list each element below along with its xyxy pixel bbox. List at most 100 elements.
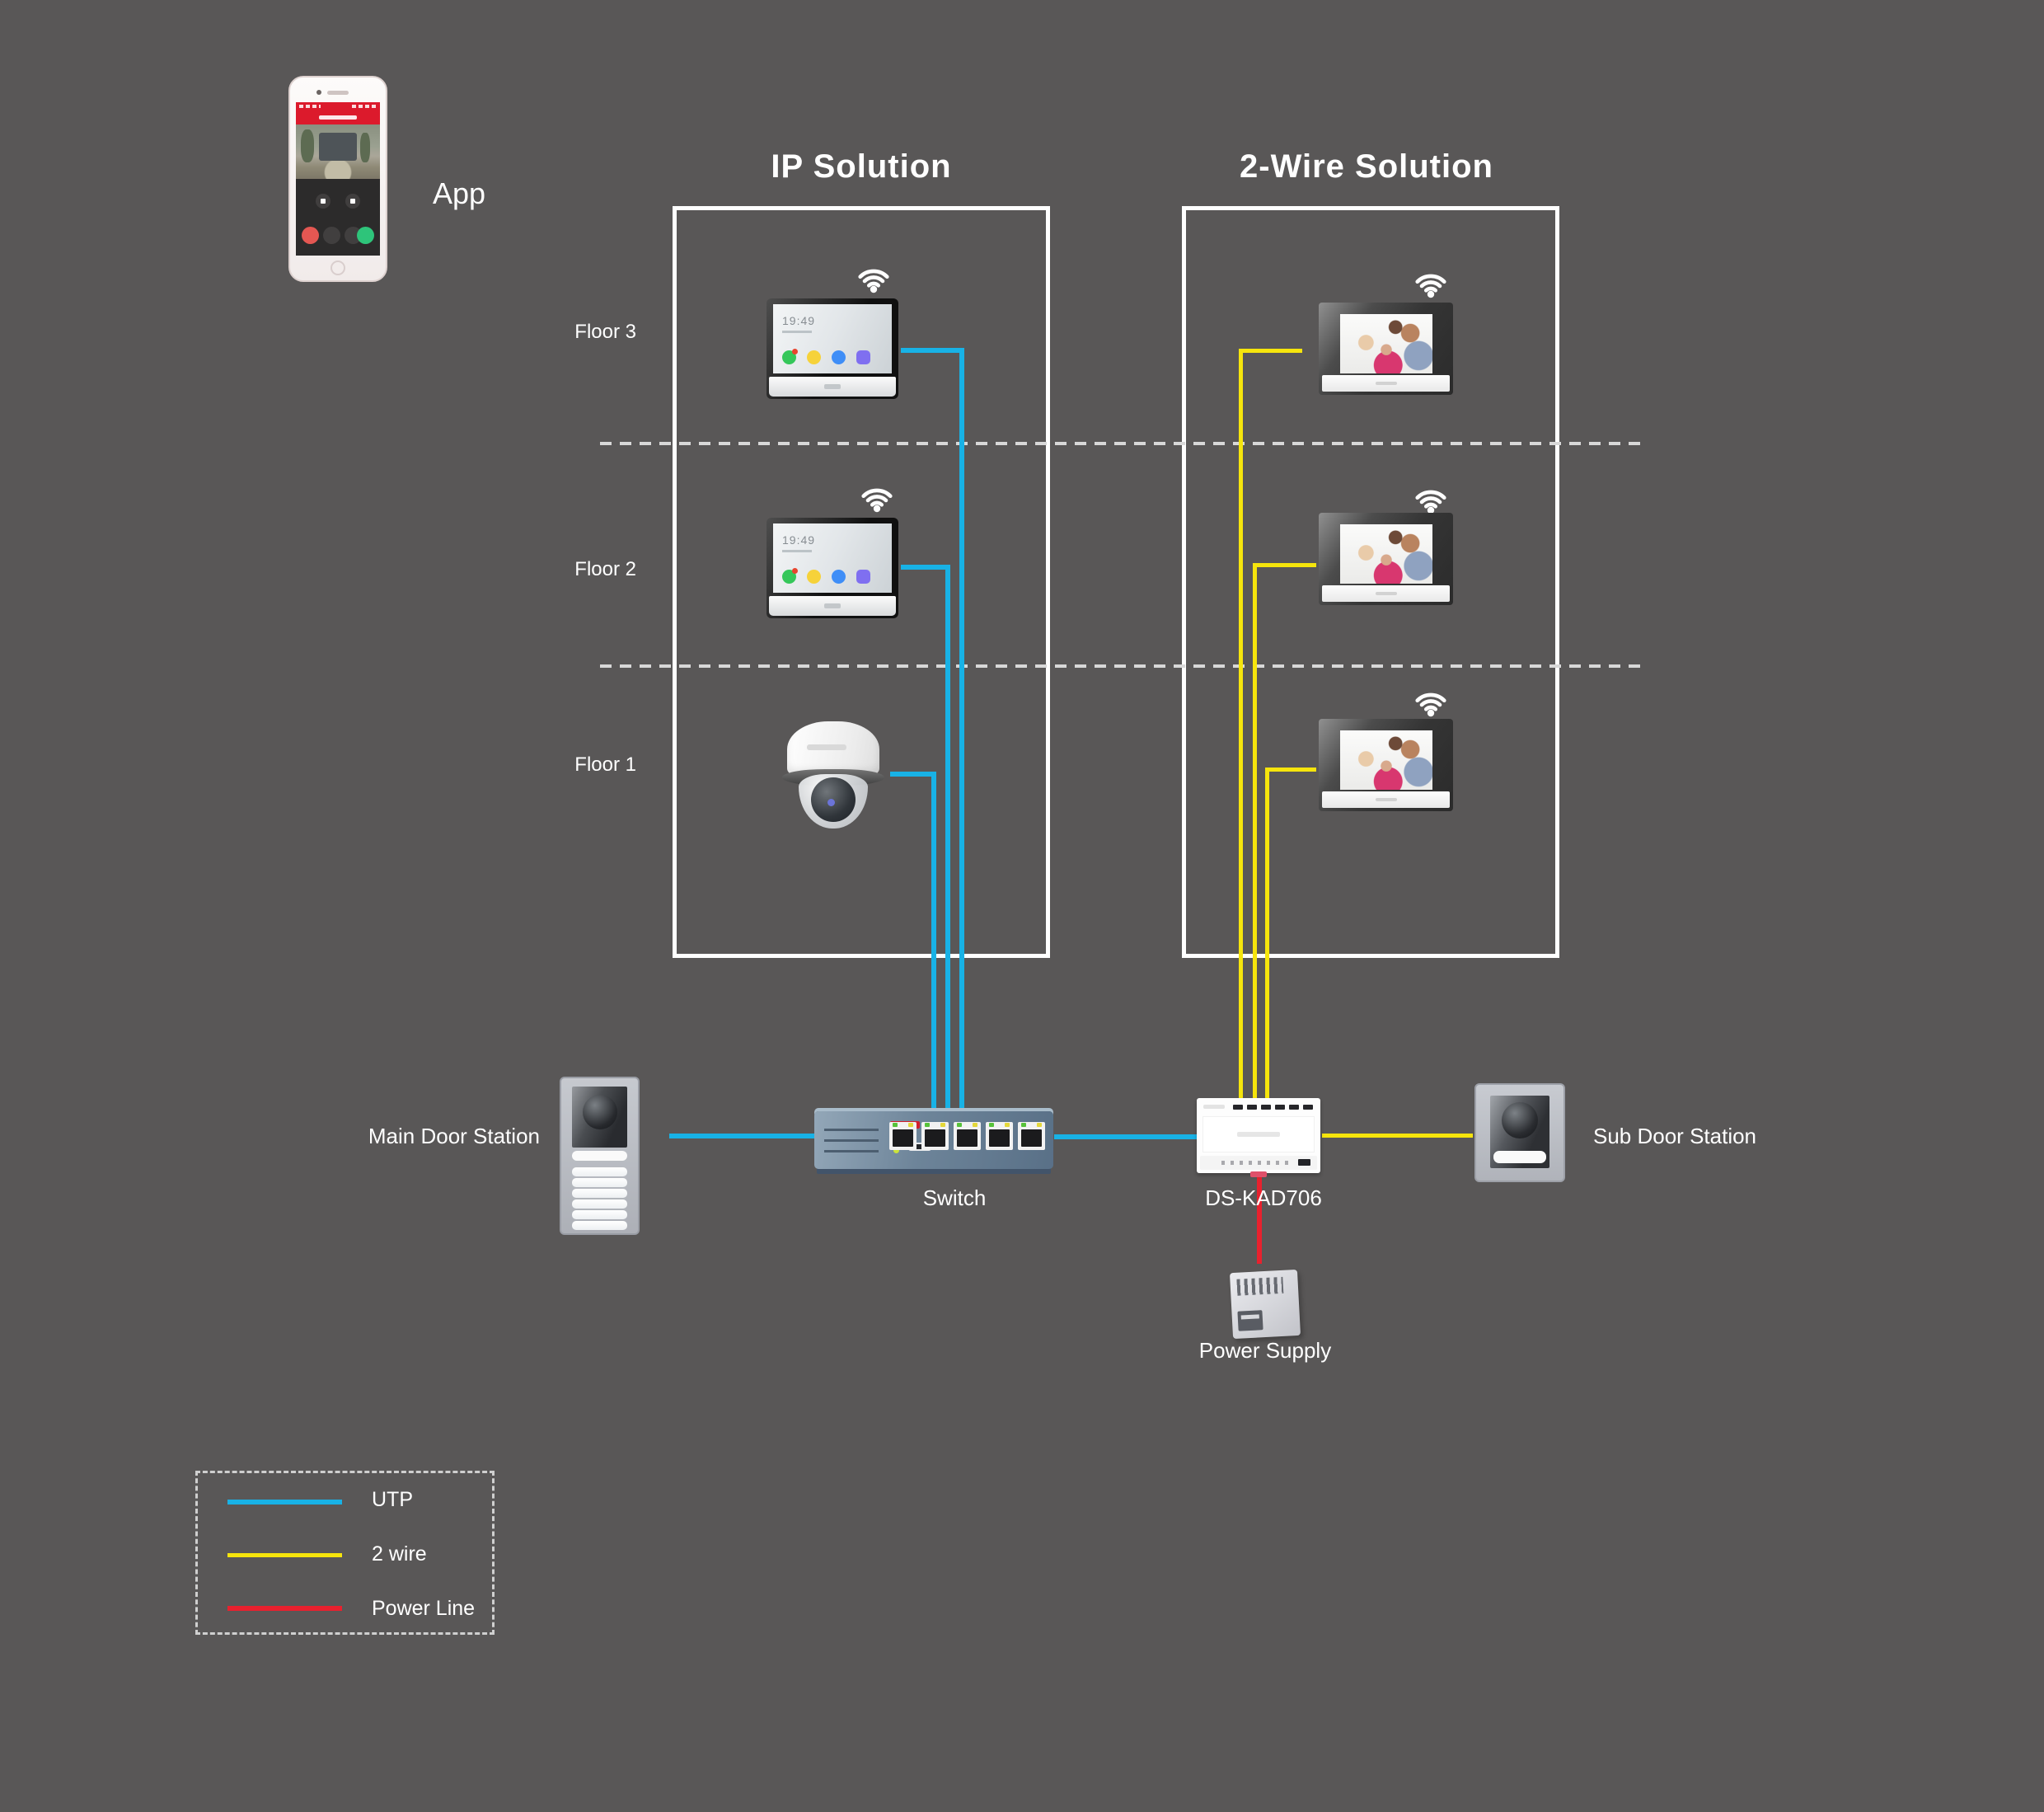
power-connector (1250, 1171, 1267, 1177)
twowire-floor1-v (1265, 768, 1269, 1098)
ethernet-port (954, 1122, 981, 1150)
floor-1-label: Floor 1 (574, 753, 636, 776)
terminal (1289, 1105, 1299, 1110)
legend-utp-label: UTP (372, 1488, 413, 1511)
indoor-station-chin (769, 596, 896, 616)
terminal-blocks (1233, 1105, 1313, 1110)
two-wire-solution-title: 2-Wire Solution (1240, 148, 1493, 185)
mute-icon (323, 227, 340, 244)
floor-3-label: Floor 3 (574, 321, 636, 343)
utp-wire-doorstation-switch (669, 1134, 816, 1138)
legend-2wire-swatch (227, 1553, 342, 1557)
ip-indoor-station-floor3: 19:49 (766, 298, 898, 399)
terminal (1247, 1105, 1257, 1110)
door-camera-module (572, 1087, 627, 1148)
utp-wire-switch-distributor (1054, 1134, 1197, 1139)
message-icon (807, 350, 821, 364)
monitor-photo (1340, 730, 1432, 790)
nametag-buttons (572, 1167, 627, 1232)
terminal (1303, 1105, 1313, 1110)
indoor-station-screen: 19:49 (773, 523, 892, 593)
switch-mode-toggle (908, 1143, 931, 1151)
twowire-floor2-v (1253, 563, 1257, 1098)
monitor-chin (1322, 791, 1450, 808)
main-door-station-label: Main Door Station (368, 1124, 540, 1148)
indoor-station-screen: 19:49 (773, 304, 892, 373)
power-wire-distributor-psu (1257, 1175, 1262, 1264)
terminal (1233, 1105, 1243, 1110)
nametag-button (572, 1178, 627, 1187)
dome-camera (779, 721, 888, 830)
ethernet-port (921, 1122, 949, 1150)
floor-separator (600, 442, 1643, 445)
ip-solution-title: IP Solution (771, 148, 952, 185)
twowire-indoor-station-floor2 (1319, 513, 1453, 605)
screen-clock: 19:49 (782, 533, 816, 547)
legend-powerline-label: Power Line (372, 1597, 476, 1620)
nametag-button (572, 1210, 627, 1219)
sub-door-station-label: Sub Door Station (1593, 1124, 1757, 1148)
phone-app-screen (296, 102, 380, 256)
twowire-floor2-h (1253, 563, 1316, 567)
app-label: App (433, 176, 486, 210)
wifi-icon (856, 480, 898, 513)
utp-wire-floor2-v (945, 565, 950, 1111)
screen-date-bar (782, 331, 812, 333)
liveview-icon (832, 570, 846, 584)
utp-wire-camera-v (931, 772, 936, 1111)
monitor-photo (1340, 524, 1432, 584)
answer-icon (357, 227, 374, 244)
wifi-icon (1409, 265, 1452, 298)
ip-indoor-station-floor2: 19:49 (766, 518, 898, 618)
twowire-floor1-h (1265, 768, 1316, 772)
distributor-faceplate (1202, 1116, 1315, 1152)
screen-app-icons (782, 349, 870, 364)
utp-wire-floor2-h (901, 565, 950, 570)
app-call-controls (296, 179, 380, 256)
monitor-chin (1322, 585, 1450, 602)
legend-utp-swatch (227, 1500, 342, 1505)
unlock2-icon (345, 194, 360, 209)
screen-date-bar (782, 550, 812, 552)
switch-label: Switch (922, 1185, 987, 1210)
camera-lens-icon (811, 777, 856, 822)
ip-solution-box (673, 206, 1050, 958)
screen-app-icons (782, 568, 870, 584)
floor-2-label: Floor 2 (574, 558, 636, 580)
call-icon (782, 568, 798, 584)
link-led-icon (893, 1148, 899, 1153)
wifi-icon (1409, 684, 1452, 717)
call-button-bar (1493, 1151, 1546, 1163)
nametag-button (572, 1189, 627, 1198)
legend: UTP 2 wire Power Line (195, 1471, 495, 1635)
distributor-label: DS-KAD706 (1205, 1185, 1322, 1210)
camera-housing (787, 721, 879, 776)
door-camera-lens-icon (1502, 1102, 1538, 1138)
main-door-station (560, 1077, 640, 1235)
twowire-indoor-station-floor1 (1319, 719, 1453, 811)
distributor-bottom-ports (1200, 1156, 1317, 1170)
call-icon (782, 349, 798, 364)
terminal (1275, 1105, 1285, 1110)
unlock1-icon (316, 194, 331, 209)
two-wire-solution-box (1182, 206, 1559, 958)
hangup-icon (302, 227, 319, 244)
utp-wire-floor3-v (959, 348, 964, 1111)
power-supply-label: Power Supply (1198, 1338, 1332, 1363)
legend-powerline-swatch (227, 1606, 342, 1611)
indoor-station-chin (769, 377, 896, 397)
ethernet-port (889, 1122, 917, 1150)
phone-speaker (327, 91, 349, 95)
monitor-photo (1340, 314, 1432, 373)
screen-clock: 19:49 (782, 314, 816, 327)
app-live-view (296, 124, 380, 179)
psu-connector-block (1237, 1310, 1263, 1331)
nametag-button (572, 1221, 627, 1230)
psu-terminals (1236, 1276, 1284, 1296)
phone-home-button (331, 261, 345, 275)
poe-switch (814, 1111, 1053, 1169)
power-supply-unit (1229, 1269, 1301, 1340)
settings-icon (856, 570, 870, 584)
ethernet-port (1018, 1122, 1045, 1150)
ethernet-ports (889, 1122, 1045, 1150)
